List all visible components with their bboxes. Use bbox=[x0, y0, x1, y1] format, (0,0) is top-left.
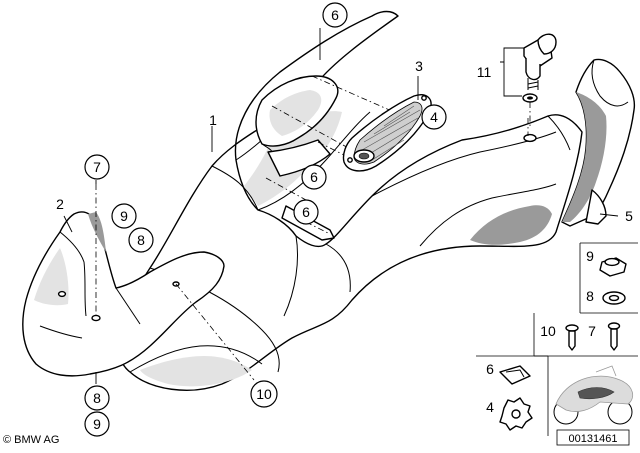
copyright-text: © BMW AG bbox=[3, 434, 59, 446]
legend-9-label: 9 bbox=[586, 248, 594, 264]
callout-3: 3 bbox=[415, 58, 423, 74]
small-parts-legend: 9 8 10 7 6 4 bbox=[476, 242, 638, 436]
callout-9-lower: 9 bbox=[84, 411, 110, 437]
callout-4: 4 bbox=[421, 104, 447, 130]
callout-6-top: 6 bbox=[322, 2, 348, 28]
callout-2: 2 bbox=[56, 196, 64, 212]
callout-1: 1 bbox=[209, 112, 217, 128]
callout-6-lower: 6 bbox=[293, 199, 319, 225]
clip-stud-part bbox=[500, 33, 557, 128]
screw-10-icon bbox=[565, 324, 579, 351]
callout-5: 5 bbox=[625, 208, 633, 224]
side-panel-part bbox=[561, 58, 636, 227]
callout-10-label: 10 bbox=[256, 386, 272, 402]
washer-icon bbox=[602, 291, 626, 305]
speed-nut-icon bbox=[499, 365, 531, 385]
callout-7-label: 7 bbox=[93, 159, 101, 175]
callout-6-lower-label: 6 bbox=[302, 204, 310, 220]
callout-10: 10 bbox=[250, 380, 278, 408]
diagram-id-box: 00131461 bbox=[556, 429, 630, 446]
legend-4-label: 4 bbox=[486, 399, 494, 415]
screw-7-icon bbox=[607, 322, 621, 351]
callout-11-label: 11 bbox=[477, 64, 492, 80]
motorcycle-thumbnail-icon bbox=[553, 365, 634, 425]
legend-8-label: 8 bbox=[586, 288, 594, 304]
leader-lines bbox=[63, 28, 619, 384]
main-fairing-part bbox=[117, 10, 583, 391]
callout-7: 7 bbox=[84, 154, 110, 180]
callout-8-upper-label: 8 bbox=[137, 232, 145, 248]
assembly-lines bbox=[95, 75, 529, 381]
legend-6-label: 6 bbox=[486, 361, 494, 377]
callout-2-label: 2 bbox=[56, 196, 64, 212]
callout-8-lower-label: 8 bbox=[93, 390, 101, 406]
callout-8-lower: 8 bbox=[84, 385, 110, 411]
callout-6-middle-label: 6 bbox=[310, 169, 318, 185]
side-cowl-part bbox=[22, 211, 225, 377]
callout-11: 11 bbox=[477, 64, 492, 80]
cap-nut-icon bbox=[599, 257, 627, 277]
diagram-id-text: 00131461 bbox=[569, 433, 618, 445]
callout-6-middle: 6 bbox=[301, 164, 327, 190]
callout-1-label: 1 bbox=[209, 112, 217, 128]
legend-10-label: 10 bbox=[540, 323, 556, 339]
callout-9-upper-label: 9 bbox=[120, 208, 128, 224]
lock-washer-icon bbox=[499, 397, 533, 431]
callout-5-label: 5 bbox=[625, 208, 633, 224]
callout-9-lower-label: 9 bbox=[93, 416, 101, 432]
callout-6-top-label: 6 bbox=[331, 7, 339, 23]
callout-4-label: 4 bbox=[430, 109, 438, 125]
callout-3-label: 3 bbox=[415, 58, 423, 74]
callout-9-upper: 9 bbox=[111, 203, 137, 229]
callout-8-upper: 8 bbox=[128, 227, 154, 253]
gasket-plate-part bbox=[342, 94, 432, 172]
legend-7-label: 7 bbox=[588, 323, 596, 339]
